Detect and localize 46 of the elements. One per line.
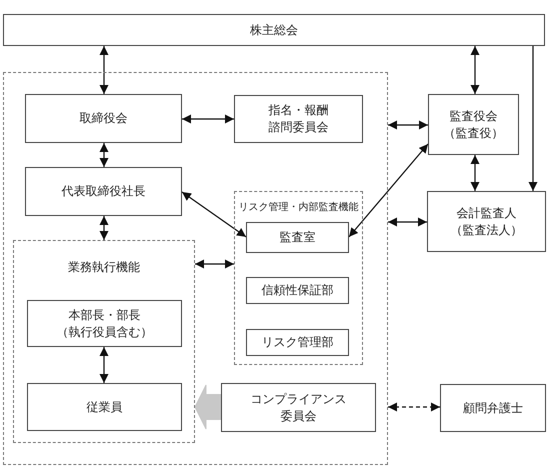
box-label: 顧問弁護士 [462,400,524,416]
org-box [221,383,376,432]
company-boundary [3,72,388,465]
group-heading: リスク管理・内部監査機能 [238,200,360,214]
arrow [100,216,108,240]
box-label: 信頼性保証部 [260,282,334,299]
group-heading: 業務執行機能 [67,259,141,276]
box-label: リスク管理部 [260,334,334,351]
group-box [234,191,363,365]
arrow [348,144,428,238]
arrow [470,46,480,94]
org-box [25,94,182,143]
box-label: 従業員 [86,398,124,416]
org-box [27,383,182,431]
org-box [428,94,519,155]
arrow [388,120,428,130]
arrow [100,143,108,167]
box-label: 指名・報酬諮問委員会 [268,102,330,136]
arrow [388,402,440,412]
org-box [427,191,546,252]
org-box [246,329,349,356]
org-box [246,277,349,304]
org-box [440,384,546,432]
org-box [246,222,349,253]
arrow [470,155,480,191]
group-box [13,240,195,443]
box-label: 本部長・部長（執行役員含む） [56,306,154,340]
box-label: 会計監査人（監査法人） [450,204,524,238]
arrow [182,192,246,238]
org-box [3,14,545,46]
box-label: コンプライアンス委員会 [250,390,348,424]
arrow [100,347,108,383]
block-arrow [194,384,221,430]
org-box [27,300,182,347]
org-box [234,95,363,143]
box-label: 監査役会（監査役） [442,108,504,142]
box-label: 代表取締役社長 [60,183,146,200]
box-label: 取締役会 [78,110,128,127]
box-label: 監査室 [278,229,316,246]
arrow [388,218,427,226]
box-label: 株主総会 [249,22,299,38]
arrow [100,46,108,94]
org-box [25,167,182,216]
arrow [195,260,234,268]
arrow [528,46,538,191]
arrow [182,114,234,124]
